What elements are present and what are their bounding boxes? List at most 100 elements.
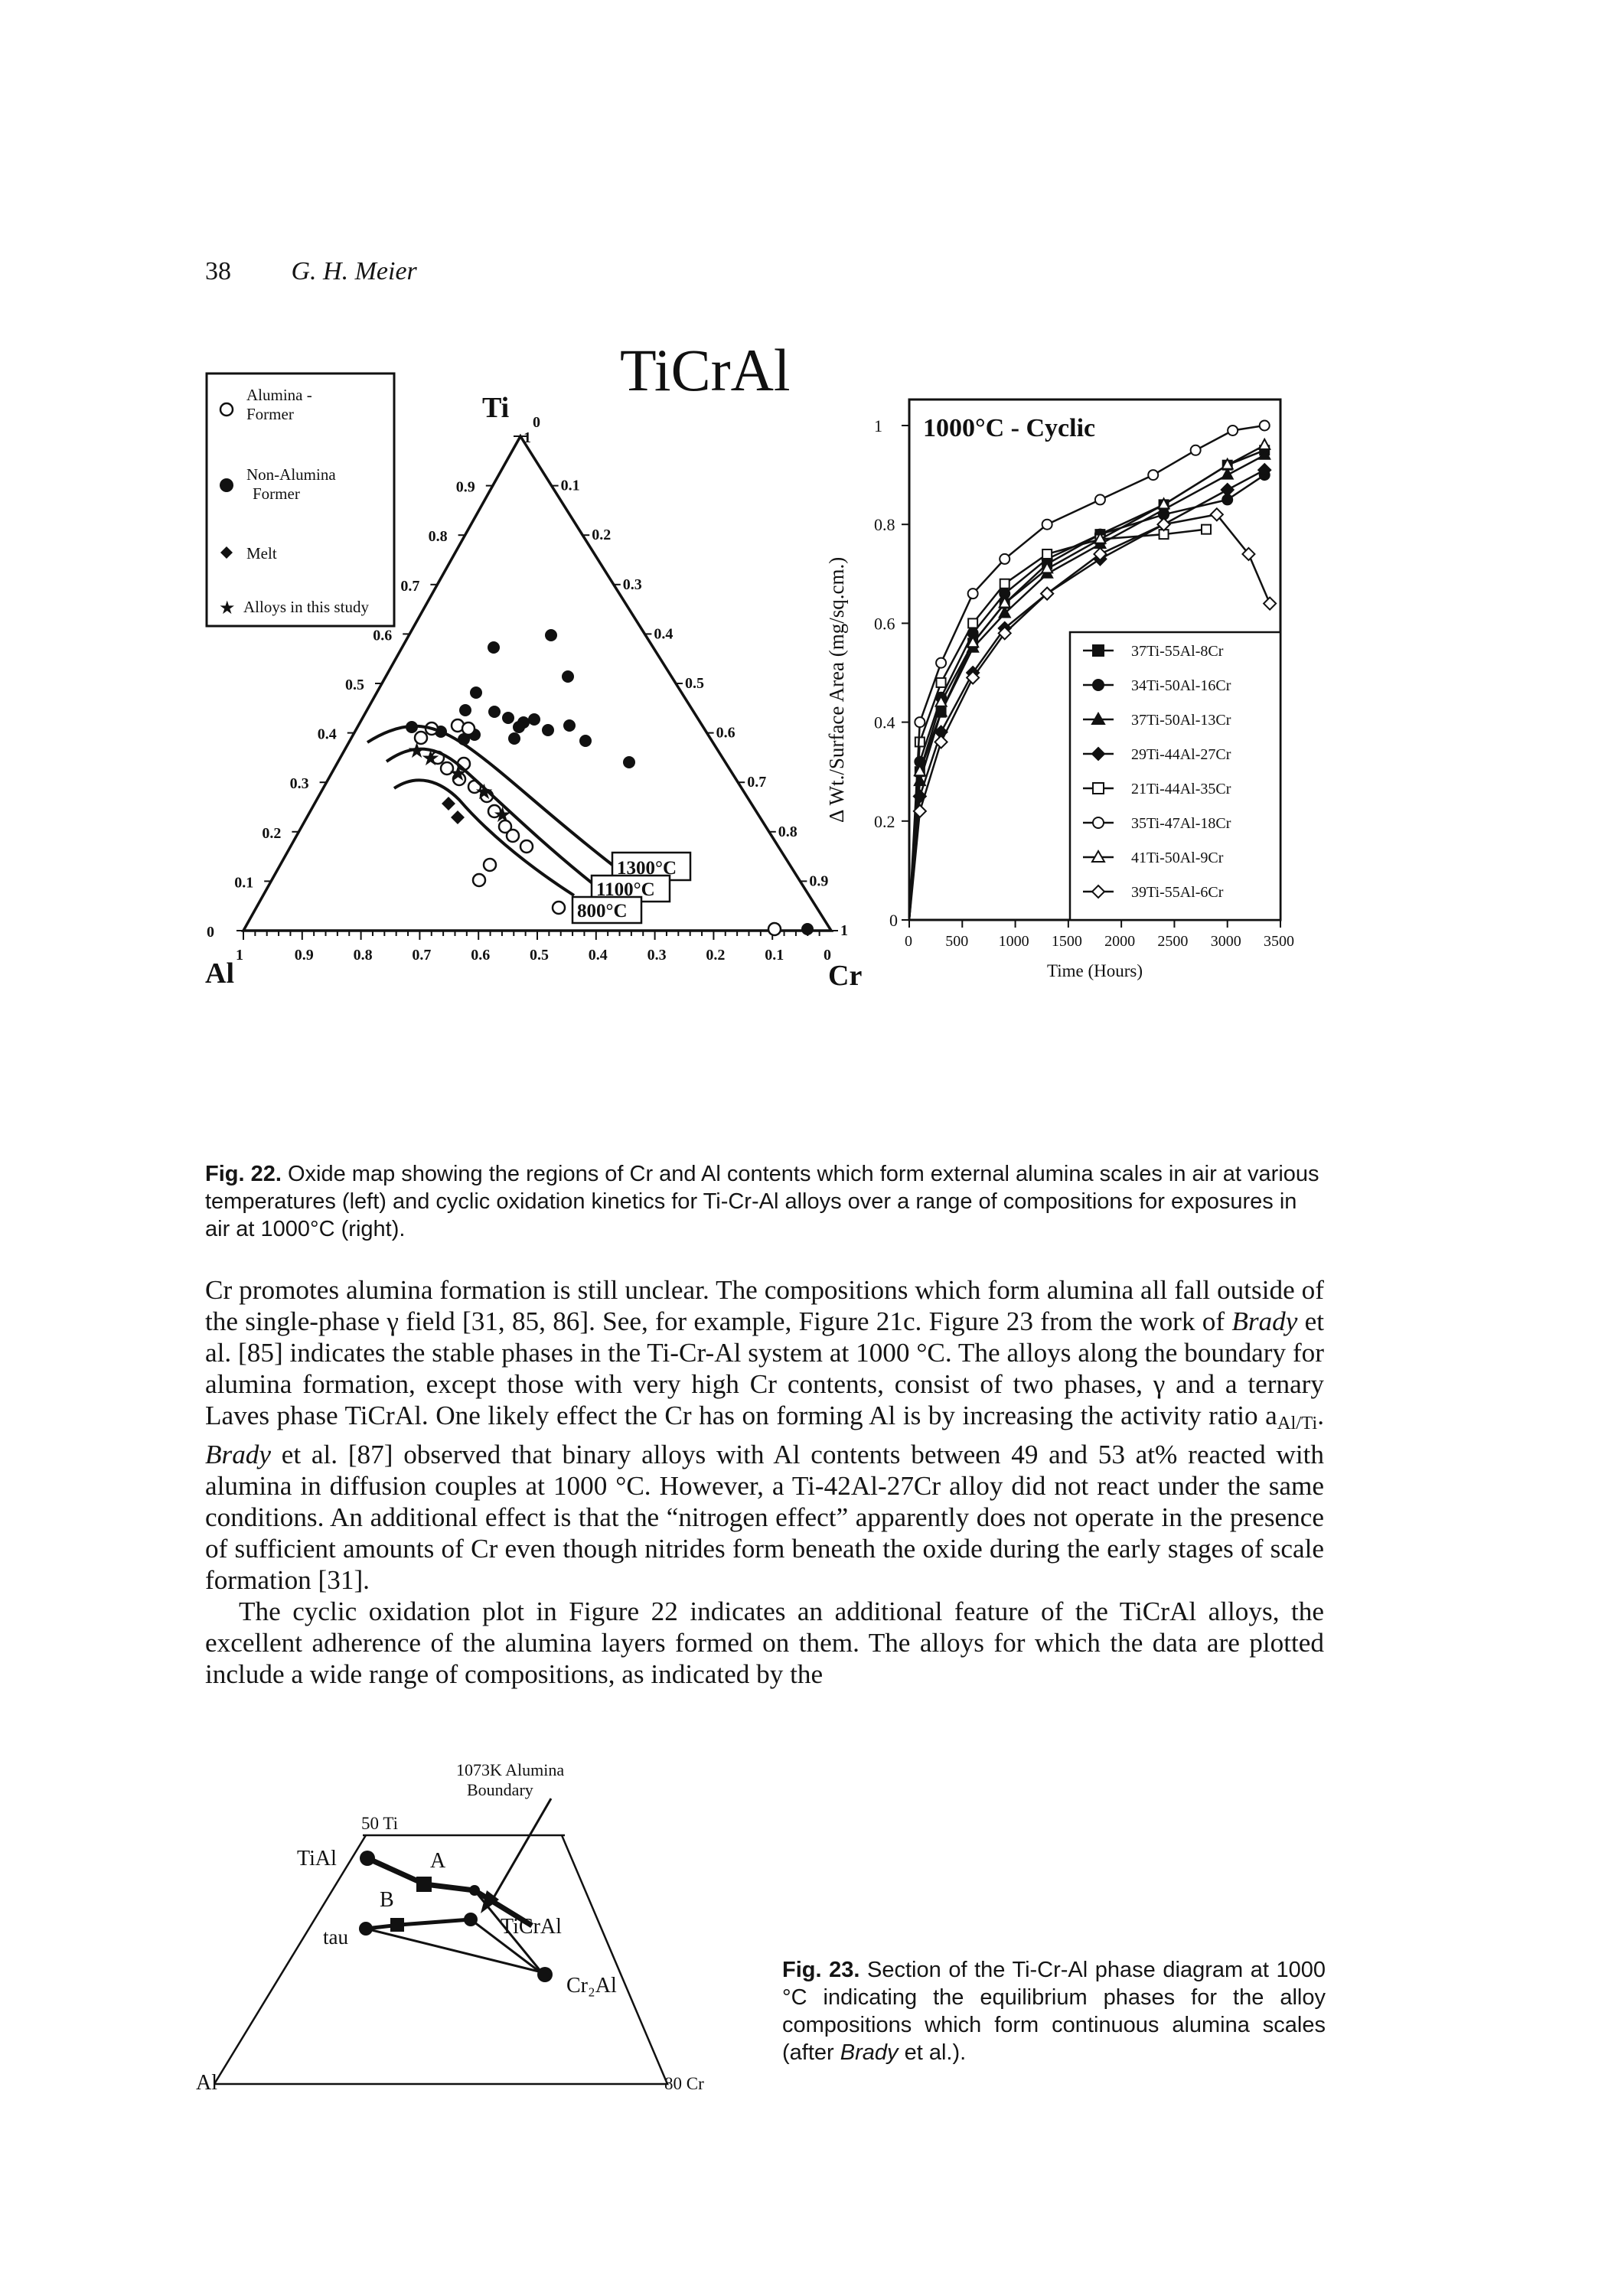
right-tick-label: 0.8 (778, 823, 797, 840)
cyclic-legend-label: 21Ti-44Al-35Cr (1131, 781, 1231, 797)
alumina-former-point (482, 857, 497, 872)
left-tick-label: 0.9 (456, 479, 475, 496)
cyclic-xlabel: Time (Hours) (1047, 961, 1143, 980)
fig23-boundary-label: 1073K Alumina (456, 1760, 564, 1779)
melt-point (442, 797, 455, 810)
cyclic-point (966, 635, 980, 648)
non-alumina-former-point (563, 719, 576, 732)
right-tick-label: 0.4 (654, 625, 673, 642)
cyclic-point (1093, 531, 1107, 544)
alumina-former-point (519, 839, 534, 854)
non-alumina-former-point (470, 687, 482, 699)
running-author: G. H. Meier (291, 257, 417, 285)
cyclic-x-tick-label: 500 (945, 933, 968, 950)
cyclic-series-line (908, 454, 1265, 921)
left-tick-label: 0.4 (318, 726, 337, 743)
cyclic-point (998, 605, 1012, 618)
legend-marker (1091, 746, 1106, 762)
cyclic-x-tick-label: 2000 (1104, 933, 1135, 950)
fig23-caption-label: Fig. 23. (782, 1958, 860, 1982)
body-paragraph-1: Cr promotes alumina formation is still u… (205, 1275, 1324, 1596)
right-tick-label: 0.5 (685, 675, 704, 692)
cyclic-point (999, 578, 1010, 589)
boundary-labels: 1300°C 1100°C 800°C (571, 851, 692, 925)
fig23-triangle-base-right (214, 1835, 669, 2086)
cyclic-point (1221, 467, 1235, 480)
bottom-tick-label: 0.1 (765, 947, 784, 964)
cyclic-y-tick-label: 0.6 (874, 614, 895, 633)
page-number: 38 (205, 257, 231, 285)
right-tick-label: 0.9 (809, 872, 828, 889)
legend-marker (1091, 711, 1106, 725)
bottom-tick-label: 0 (824, 947, 831, 964)
boundary-1100 (385, 747, 595, 885)
alumina-former-point (461, 721, 476, 736)
apex-cr: Cr (828, 960, 862, 987)
cyclic-point (998, 595, 1012, 608)
right-tick-label: 1 (840, 922, 848, 939)
legend-alloys-in-this-study: Alloys in this study (243, 598, 369, 616)
cyclic-legend-label: 37Ti-50Al-13Cr (1131, 712, 1231, 729)
cyclic-point (1221, 457, 1235, 470)
legend-marker (1092, 644, 1104, 657)
cyclic-legend-label: 37Ti-55Al-8Cr (1131, 643, 1224, 660)
bottom-tick-label: 1 (236, 947, 243, 964)
cyclic-series-line (908, 469, 1265, 921)
cyclic-x-tick-label: 3000 (1211, 933, 1241, 950)
non-alumina-former-point (488, 706, 501, 718)
svg-text:★: ★ (219, 598, 236, 618)
body-text: Cr promotes alumina formation is still u… (205, 1274, 1324, 1690)
cyclic-series-line (908, 444, 1265, 921)
cyclic-point (914, 716, 926, 729)
fig23-caption: Fig. 23. Section of the Ti-Cr-Al phase d… (782, 1958, 1326, 2065)
cyclic-y-tick-label: 0.4 (874, 713, 895, 732)
alumina-boundaries (366, 724, 614, 897)
cyclic-point (1220, 482, 1235, 497)
alumina-former-point (413, 730, 429, 745)
alumina-former-point (487, 804, 502, 819)
cyclic-legend-box (1068, 631, 1282, 921)
cyclic-legend-label: 34Ti-50Al-16Cr (1131, 677, 1231, 694)
cyclic-legend-label: 39Ti-55Al-6Cr (1131, 884, 1224, 901)
alumina-former-point (452, 771, 467, 787)
cyclic-series (908, 419, 1277, 921)
label-800c: 800°C (577, 901, 628, 921)
cyclic-title: 1000°C - Cyclic (923, 414, 1095, 442)
cyclic-point (1262, 596, 1277, 611)
cyclic-point (967, 588, 979, 600)
alumina-former-point (551, 900, 566, 915)
non-alumina-former-point (545, 629, 557, 641)
cyclic-point (1189, 444, 1202, 456)
cyclic-x-tick-label: 1000 (999, 933, 1029, 950)
cyclic-point (1201, 523, 1212, 535)
cyclic-point (1257, 437, 1271, 450)
cyclic-point (1156, 497, 1171, 510)
svg-text:Former: Former (253, 484, 300, 503)
bottom-tick-label: 0.3 (647, 947, 667, 964)
left-tick-label: 0.2 (262, 825, 281, 842)
non-alumina-former-point (562, 670, 574, 683)
non-alumina-former-point (513, 721, 525, 733)
alumina-former-point (439, 761, 455, 776)
non-alumina-former-point (488, 641, 500, 654)
fig23-label-tial: TiAl (297, 1847, 337, 1870)
cyclic-point (997, 625, 1013, 641)
boundary-800 (393, 778, 576, 897)
fig23-phase-points (359, 1851, 553, 1982)
legend-melt: Melt (246, 544, 277, 563)
apex-al: Al (205, 957, 234, 987)
fig23-label-al: Al (196, 2071, 217, 2095)
cyclic-point (1241, 546, 1256, 562)
bottom-tick-label: 0.8 (354, 947, 373, 964)
left-tick-label: 0.3 (290, 775, 309, 792)
boundary-1300 (366, 724, 614, 866)
cyclic-point (1156, 517, 1171, 532)
fig22-caption: Fig. 22. Oxide map showing the regions o… (205, 1160, 1323, 1243)
cyclic-y-tick-label: 0.2 (874, 812, 895, 831)
right-tick-label: 0 (533, 414, 540, 431)
cyclic-point (1209, 507, 1225, 522)
cyclic-point (1042, 548, 1053, 559)
cyclic-point (1147, 469, 1160, 481)
alumina-former-point (505, 828, 520, 843)
